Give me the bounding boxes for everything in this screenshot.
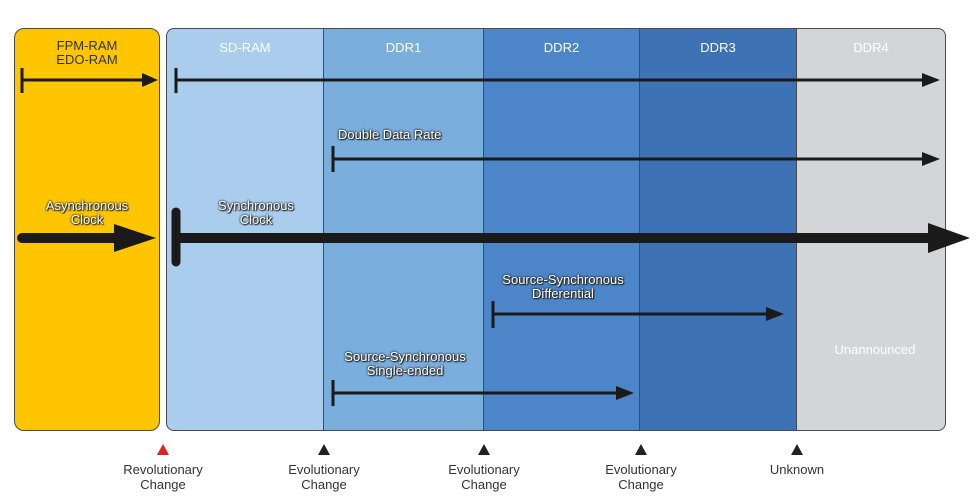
arrow-double-data-rate <box>331 146 940 172</box>
label-double-data-rate: Double Data Rate <box>338 127 442 142</box>
marker-label-revolutionary: Revolutionary Change <box>123 462 203 492</box>
arrow-fpm-edo <box>20 68 158 93</box>
label-asynchronous-clock: Asynchronous Clock <box>45 198 129 227</box>
label-source-sync-single-ended: Source-Synchronous Single-ended <box>344 349 466 378</box>
label-source-sync-differential: Source-Synchronous Differential <box>502 272 624 301</box>
column-ddr1: DDR1 <box>324 28 484 431</box>
column-label-ddr3: DDR3 <box>700 40 736 55</box>
marker-label-evolutionary-1: Evolutionary Change <box>288 462 360 492</box>
column-label-ddr4: DDR4 <box>853 40 889 55</box>
arrow-source-sync-differential <box>491 301 784 328</box>
column-label-ddr2: DDR2 <box>543 40 580 55</box>
column-ddr2: DDR2 <box>484 28 640 431</box>
column-label-fpm-edo: FPM-RAM EDO-RAM <box>56 38 118 67</box>
marker-triangle-evolutionary-2 <box>478 444 490 455</box>
arrow-source-sync-single-ended <box>331 380 634 406</box>
label-synchronous-clock: Synchronous Clock <box>218 198 294 227</box>
label-unannounced: Unannounced <box>834 342 916 357</box>
marker-triangle-evolutionary-1 <box>318 444 330 455</box>
arrow-asynchronous-clock <box>17 224 156 252</box>
column-ddr4: DDR4 <box>797 28 946 431</box>
column-ddr3: DDR3 <box>640 28 797 431</box>
marker-triangle-revolutionary <box>157 444 169 455</box>
marker-label-evolutionary-2: Evolutionary Change <box>448 462 520 492</box>
column-fpm-edo: FPM-RAM EDO-RAM <box>14 28 160 431</box>
column-sd-ram: SD-RAM <box>166 28 324 431</box>
arrow-synchronous-clock <box>171 207 970 267</box>
column-label-ddr1: DDR1 <box>385 40 422 55</box>
arrow-sdram-onward <box>174 68 940 93</box>
marker-label-unknown: Unknown <box>769 462 825 477</box>
marker-label-evolutionary-3: Evolutionary Change <box>605 462 677 492</box>
marker-triangle-evolutionary-3 <box>635 444 647 455</box>
marker-triangle-unknown <box>791 444 803 455</box>
column-label-sd-ram: SD-RAM <box>219 40 271 55</box>
